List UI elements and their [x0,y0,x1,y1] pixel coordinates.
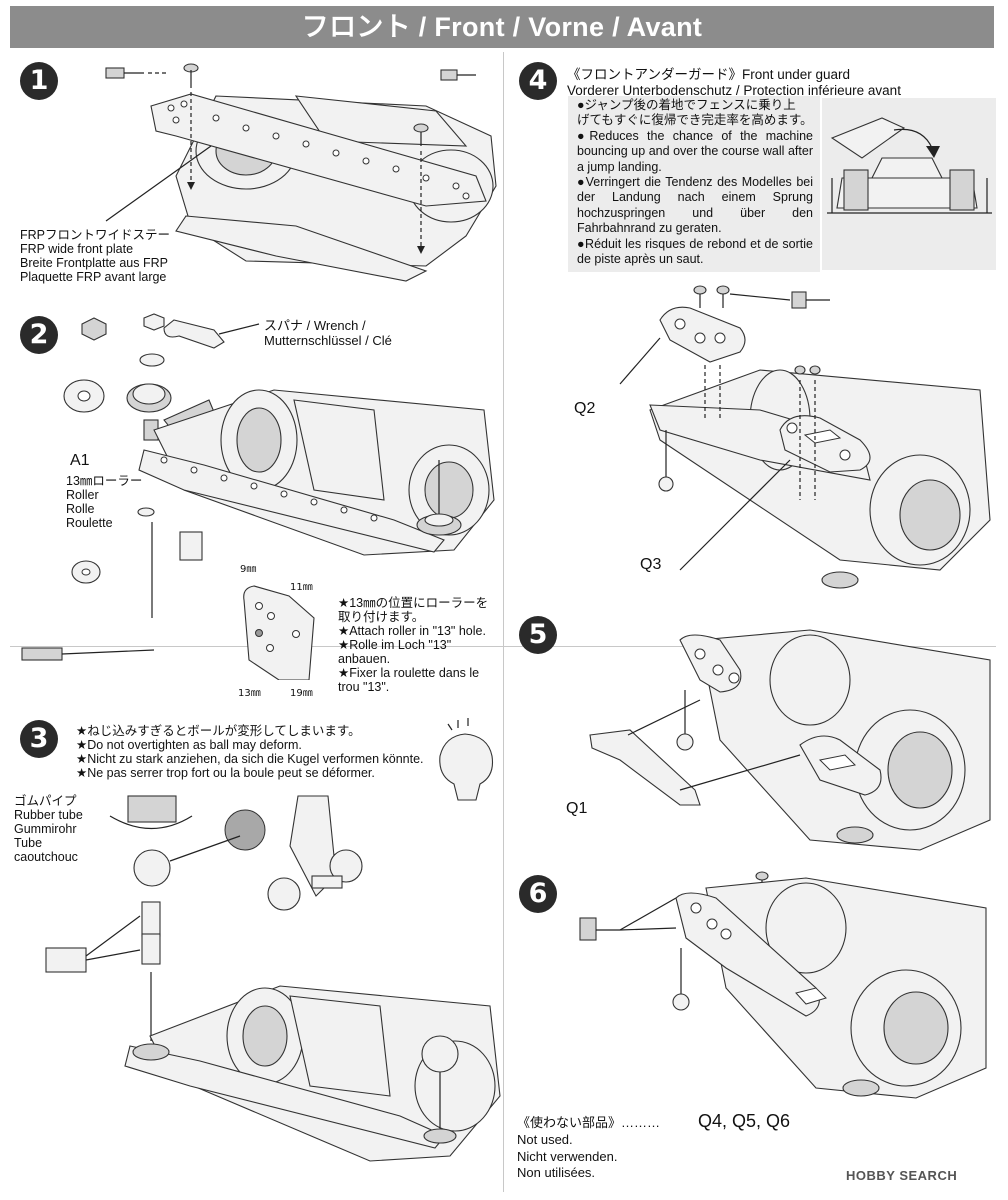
roller-position-note: ★13㎜の位置にローラーを 取り付けます。 ★Attach roller in … [338,596,488,694]
unused-parts-title: 《使わない部品》……… [517,1115,661,1130]
step-2-illustration [21,313,495,680]
label-line: Tube [14,836,43,850]
part-q1-label: Q1 [566,800,588,817]
note-line: ★13㎜の位置にローラーを [338,596,489,610]
page-fold-horizontal [10,646,996,647]
step-3-illustration [45,718,501,1162]
step-5-number: 5 [519,616,557,654]
note-line: ★Rolle im Loch "13" [338,638,452,652]
rubber-tube-label: ゴムパイプ Rubber tube Gummirohr Tube caoutch… [14,794,83,864]
info-en: ●Reduces the chance of the machine bounc… [577,128,813,174]
overtighten-warning: ★ねじ込みすぎるとボールが変形してしまいます。 ★Do not overtigh… [76,724,424,780]
label-line: Roller [66,488,99,502]
unused-line: Not used. [517,1132,573,1147]
note-line: ★Nicht zu stark anziehen, da sich die Ku… [76,752,424,766]
unused-line: Nicht verwenden. [517,1148,618,1164]
note-line: 取り付けます。 [338,610,425,624]
note-line: anbauen. [338,652,391,666]
part-a1-label: A1 [70,452,90,469]
label-line: caoutchouc [14,850,78,864]
roller-label: 13㎜ローラー Roller Rolle Roulette [66,474,142,530]
note-line: ★Ne pas serrer trop fort ou la boule peu… [76,766,375,780]
label-line: Gummirohr [14,822,77,836]
info-fr: ●Réduit les risques de rebond et de sort… [577,236,813,267]
note-line: ★Fixer la roulette dans le [338,666,480,680]
hole-19mm-label: 19㎜ [290,688,313,699]
watermark: HOBBY SEARCH [846,1168,958,1183]
label-line: FRPフロントワイドステー [20,228,171,242]
part-q3-label: Q3 [640,556,662,573]
unused-parts-list: Q4, Q5, Q6 [698,1111,791,1131]
info-line: ●ジャンプ後の着地でフェンスに乗り上 [577,98,796,112]
page-fold-vertical [503,52,504,1192]
unused-line: Non utilisées. [517,1165,596,1180]
step-2-number: 2 [20,316,58,354]
step-6-illustration [579,871,987,1099]
step-6-number: 6 [519,875,557,913]
step-1-number: 1 [20,62,58,100]
hole-9mm-label: 9㎜ [240,564,257,575]
hole-13mm-label: 13㎜ [238,688,261,699]
step-3-number: 3 [20,720,58,758]
hole-11mm-label: 11㎜ [290,582,313,593]
course-wall-illustration [822,98,996,270]
note-line: trou "13". [338,680,390,694]
label-line: スパナ / Wrench / [264,318,366,333]
part-q2-label: Q2 [574,400,596,417]
info-line: げてもすぐに復帰でき完走率を高めます。 [577,113,813,128]
label-line: Roulette [66,516,113,530]
label-line: ゴムパイプ [14,794,77,808]
label-line: Breite Frontplatte aus FRP [20,256,168,270]
page-title: フロント / Front / Vorne / Avant [10,6,994,48]
under-guard-info-box [568,96,820,272]
label-line: Mutternschlüssel / Clé [264,333,392,348]
note-line: ★ねじ込みすぎるとボールが変形してしまいます。 [76,724,361,738]
note-line: ★Attach roller in "13" hole. [338,624,486,638]
label-line: Rubber tube [14,808,83,822]
note-line: ★Do not overtighten as ball may deform. [76,738,302,752]
label-line: 13㎜ローラー [66,474,143,488]
wrench-label: スパナ / Wrench / Mutternschlüssel / Clé [264,318,392,348]
label-line: Plaquette FRP avant large [20,270,167,284]
under-guard-info-text: ●ジャンプ後の着地でフェンスに乗り上 げてもすぐに復帰でき完走率を高めます。 ●… [577,98,813,267]
info-de: ●Verringert die Tendenz des Modelles bei… [577,175,813,236]
label-line: FRP wide front plate [20,242,134,256]
step-1-illustration [105,63,497,282]
step-4-illustration [619,285,991,589]
step-5-illustration [589,629,991,851]
label-line: Rolle [66,502,95,516]
unused-parts-notes: Not used. Nicht verwenden. Non utilisées… [517,1132,617,1182]
under-guard-title: 《フロントアンダーガード》Front under guard Vorderer … [567,67,901,98]
step-1-part-label: FRPフロントワイドステー FRP wide front plate Breit… [20,228,170,284]
step-4-number: 4 [519,62,557,100]
title-line: 《フロントアンダーガード》Front under guard [567,67,851,82]
title-line: Vorderer Unterbodenschutz / Protection i… [567,82,901,98]
